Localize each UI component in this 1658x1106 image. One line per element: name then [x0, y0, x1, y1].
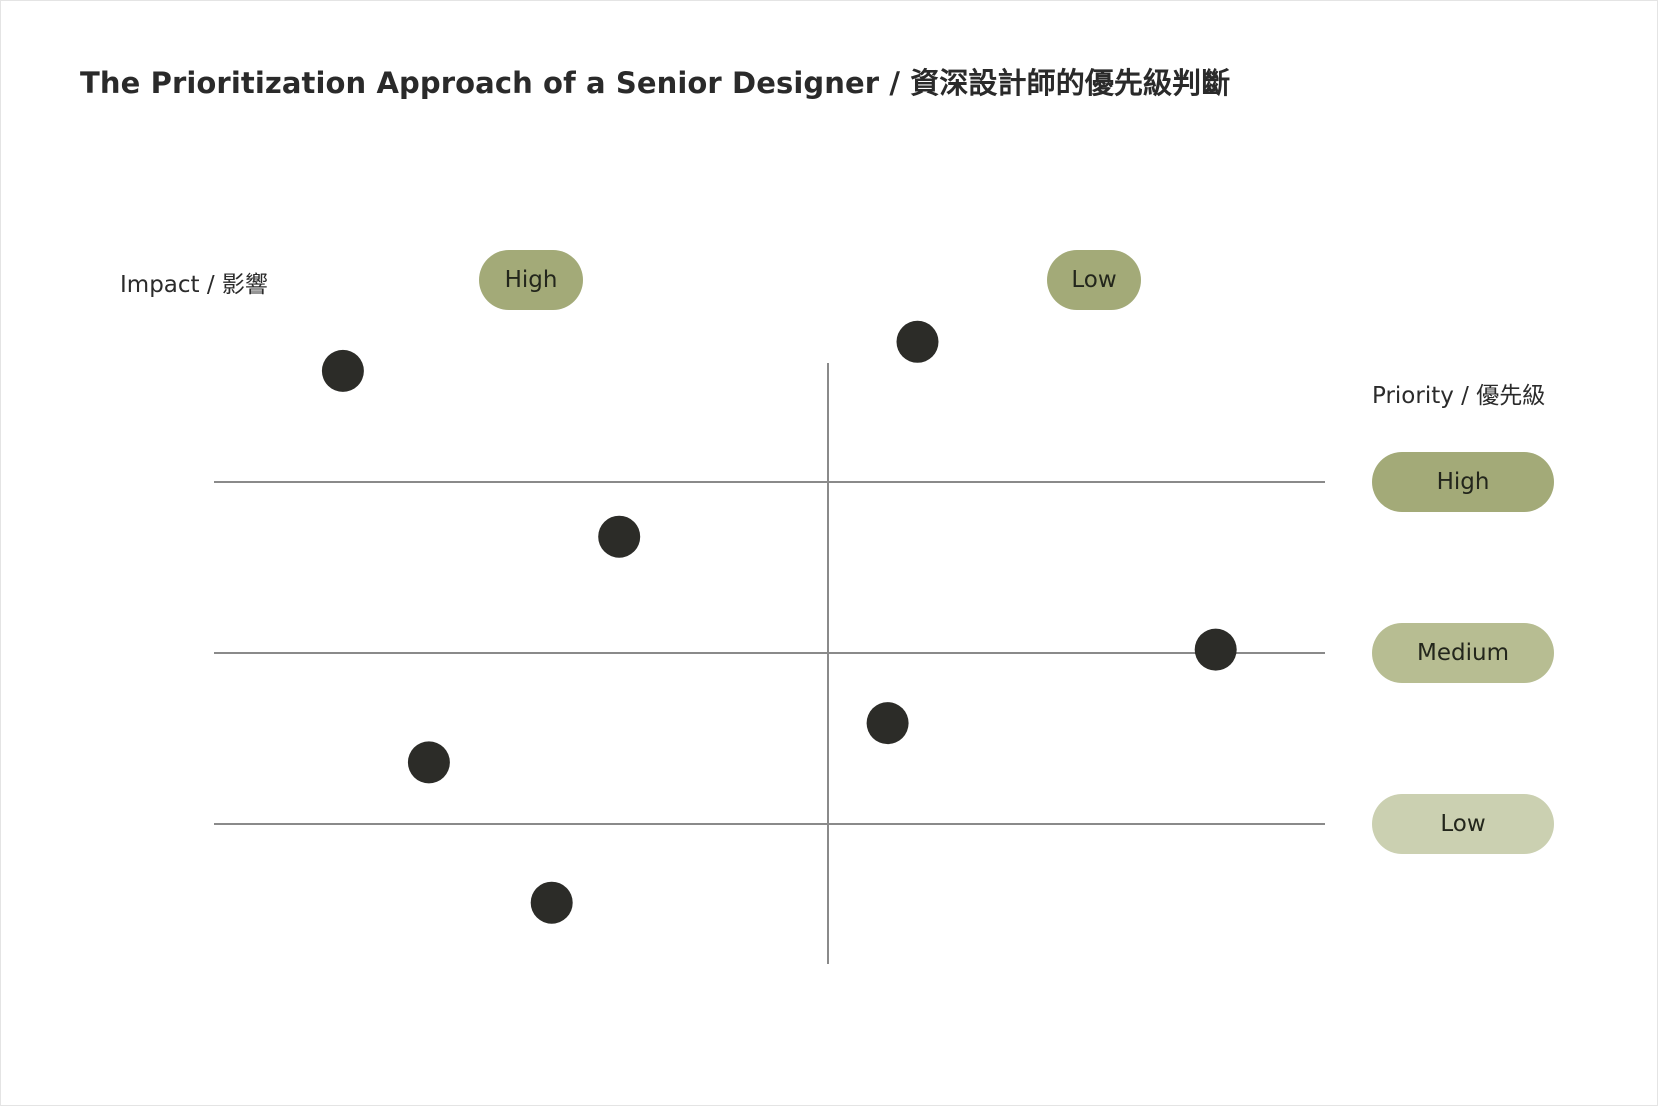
item-dot [866, 702, 909, 745]
impact-high-pill: High [479, 250, 583, 310]
impact-axis-label: Impact / 影響 [120, 272, 268, 298]
priority-high-pill: High [1372, 452, 1554, 512]
item-dot [530, 881, 573, 924]
item-dot [896, 320, 939, 363]
item-dot [598, 515, 641, 558]
priority-medium-pill: Medium [1372, 623, 1554, 683]
item-dot [1194, 628, 1237, 671]
item-dot [321, 349, 364, 392]
item-dot [407, 741, 450, 784]
priority-low-pill: Low [1372, 794, 1554, 854]
impact-low-pill: Low [1047, 250, 1141, 310]
item-dots [321, 320, 1237, 924]
priority-axis-label: Priority / 優先級 [1372, 383, 1546, 409]
page-title: The Prioritization Approach of a Senior … [80, 66, 1231, 100]
